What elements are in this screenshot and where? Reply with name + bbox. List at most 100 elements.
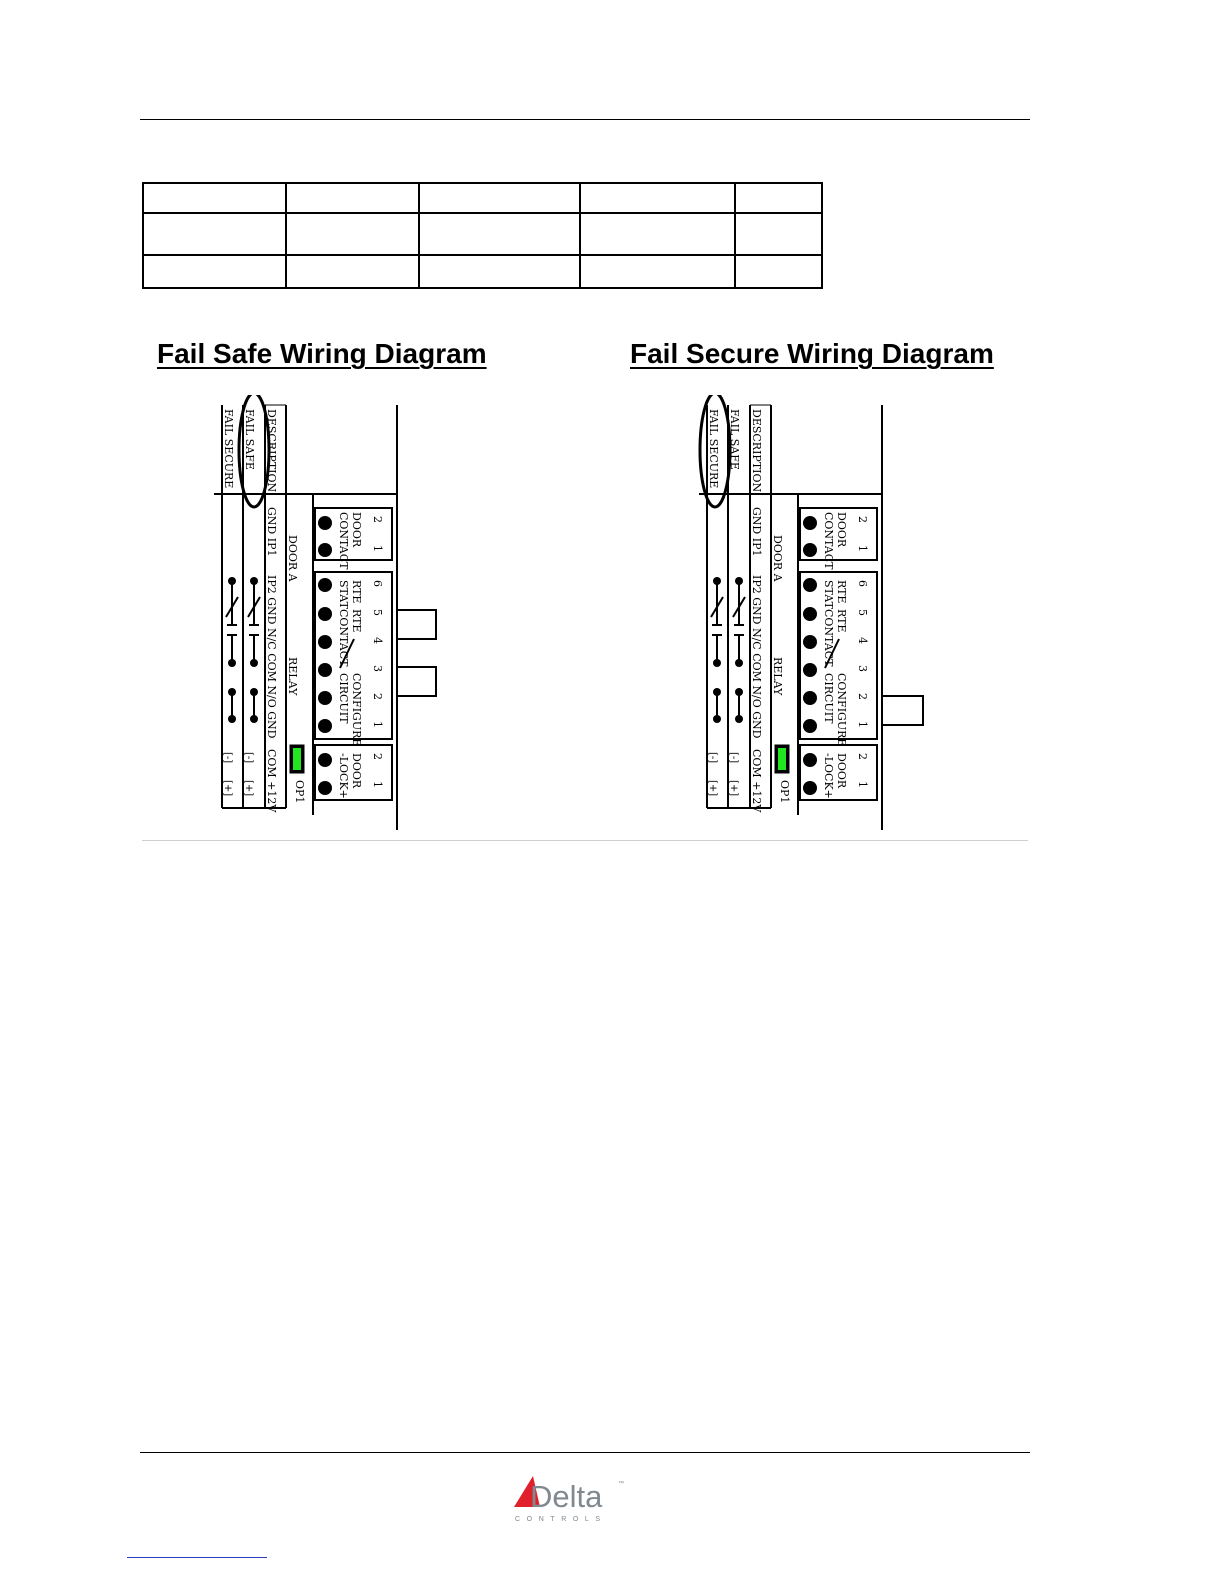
op1-label: OP1 xyxy=(778,780,791,803)
pin-label: 1 xyxy=(371,545,384,552)
delta-triangle-icon xyxy=(514,1476,540,1507)
table-row xyxy=(142,212,823,256)
terminal-icon xyxy=(318,781,332,795)
rte-stat-label: STAT xyxy=(337,580,350,610)
pin-label: 6 xyxy=(856,580,869,587)
minus-label: [-] xyxy=(728,752,739,763)
rte-stat-label: STAT xyxy=(822,580,835,610)
terminal-icon xyxy=(803,781,817,795)
door-lock-connector xyxy=(799,744,878,801)
jumper-terminal-icon xyxy=(250,715,258,723)
pin-label: 5 xyxy=(371,609,384,616)
table-cell xyxy=(142,254,287,289)
relay-connector xyxy=(799,571,878,740)
configure-jumper-line xyxy=(339,638,355,669)
op1-led-icon xyxy=(778,748,786,770)
rte-stat-label: RTE xyxy=(835,580,848,603)
logo-tm: ™ xyxy=(618,1480,624,1487)
logo-tagline: CONTROLS xyxy=(515,1516,607,1523)
fail-secure-label: FAIL SECURE xyxy=(222,409,235,488)
pin-label: 6 xyxy=(371,580,384,587)
table-cell xyxy=(418,212,581,256)
description-label: DESCRIPTION xyxy=(750,409,763,493)
door-a-label: DOOR A xyxy=(771,535,784,583)
table-cell xyxy=(579,254,736,289)
gnd-ip1-label: GND IP1 xyxy=(265,507,278,556)
door-lock-label: DOOR xyxy=(835,753,848,789)
pin-label: 2 xyxy=(856,753,869,760)
terminal-icon xyxy=(318,607,332,621)
configure-label: CONFIGURE xyxy=(350,673,363,746)
fail-safe-label: FAIL SAFE xyxy=(243,409,256,470)
plus-label: [+] xyxy=(707,780,718,796)
pin-label: 2 xyxy=(371,516,384,523)
pin-label: 3 xyxy=(371,665,384,672)
configure-label: CONFIGURE xyxy=(835,673,848,746)
pin-label: 5 xyxy=(856,609,869,616)
gnd-ip1-label: GND IP1 xyxy=(750,507,763,556)
door-contact-connector xyxy=(314,507,393,561)
configure-label: CIRCUIT xyxy=(822,673,835,724)
pin-label: 1 xyxy=(856,721,869,728)
plus-label: [+] xyxy=(243,780,254,796)
terminal-icon xyxy=(803,543,817,557)
terminal-icon xyxy=(318,578,332,592)
highlight-ellipse xyxy=(698,395,732,509)
door-contact-connector xyxy=(799,507,878,561)
terminal-icon xyxy=(318,543,332,557)
jumper-terminal-icon xyxy=(713,715,721,723)
ip2-gnd-relay-label: IP2 GND N/C COM N/O GND xyxy=(750,575,763,739)
fail-secure-title: Fail Secure Wiring Diagram xyxy=(630,338,994,369)
door-lock-connector xyxy=(314,744,393,801)
terminal-icon xyxy=(803,516,817,530)
door-contact-label: CONTACT xyxy=(337,512,350,570)
switch-slash-line xyxy=(710,596,724,618)
ip2-gnd-relay-label: IP2 GND N/C COM N/O GND xyxy=(265,575,278,739)
diagram-bottom-rule xyxy=(142,840,1028,841)
door-lock-label: -LOCK+ xyxy=(337,753,350,799)
terminal-icon xyxy=(803,753,817,767)
wire-loop xyxy=(882,695,924,726)
pin-label: 1 xyxy=(371,721,384,728)
table-cell xyxy=(418,254,581,289)
relay-connector xyxy=(314,571,393,740)
table-cell xyxy=(285,182,420,214)
configure-label: CIRCUIT xyxy=(337,673,350,724)
table-row xyxy=(142,182,823,214)
switch-slash-line xyxy=(225,596,239,618)
table-cell xyxy=(579,212,736,256)
rte-contact-label: CONTACT xyxy=(337,609,350,667)
configure-jumper-line xyxy=(824,638,840,669)
minus-label: [-] xyxy=(707,752,718,763)
rte-contact-label: RTE xyxy=(835,609,848,632)
door-contact-label: DOOR xyxy=(835,512,848,548)
blank-table xyxy=(142,182,823,289)
pin-label: 2 xyxy=(856,516,869,523)
terminal-icon xyxy=(803,635,817,649)
wire-loop xyxy=(397,666,437,697)
terminal-icon xyxy=(803,691,817,705)
table-cell xyxy=(285,254,420,289)
terminal-icon xyxy=(803,663,817,677)
terminal-icon xyxy=(318,635,332,649)
switch-slash-line xyxy=(732,596,746,618)
jumper-terminal-icon xyxy=(228,715,236,723)
pin-label: 3 xyxy=(856,665,869,672)
table-cell xyxy=(142,182,287,214)
switch-terminal-icon xyxy=(735,659,743,667)
com-12v-label: COM +12V xyxy=(265,749,278,813)
pin-label: 2 xyxy=(856,693,869,700)
table-cell xyxy=(734,212,823,256)
minus-label: [-] xyxy=(243,752,254,763)
table-cell xyxy=(734,254,823,289)
pin-label: 2 xyxy=(371,693,384,700)
terminal-icon xyxy=(318,663,332,677)
logo-brand: Delta xyxy=(530,1479,603,1514)
switch-terminal-icon xyxy=(228,659,236,667)
door-lock-label: DOOR xyxy=(350,753,363,789)
terminal-icon xyxy=(318,719,332,733)
plus-label: [+] xyxy=(728,780,739,796)
plus-label: [+] xyxy=(222,780,233,796)
